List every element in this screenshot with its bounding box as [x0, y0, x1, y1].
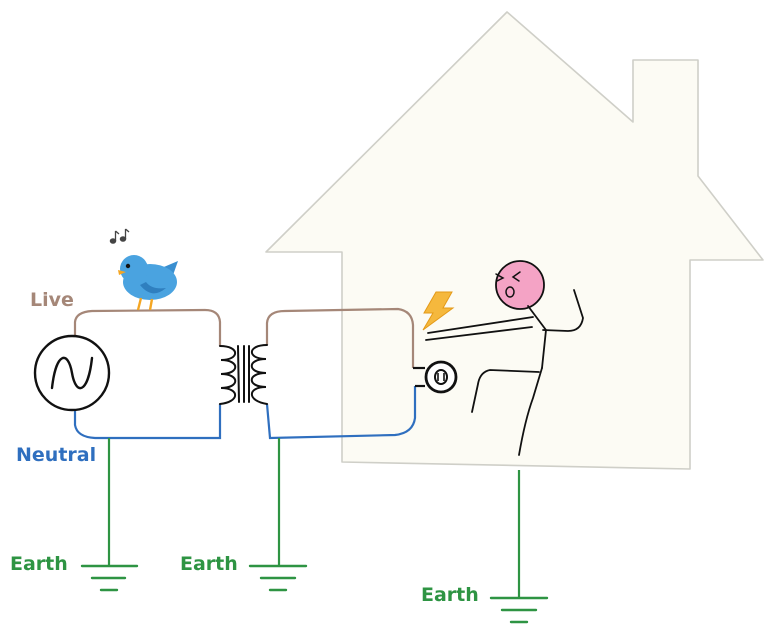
ac-source-icon — [33, 334, 111, 412]
neutral-wire-secondary — [265, 386, 417, 440]
lightning-bolt-icon — [422, 291, 455, 331]
person-head — [495, 260, 545, 310]
earth-label-source: Earth — [10, 553, 68, 575]
neutral-wire-primary — [73, 404, 222, 440]
transformer-icon — [219, 344, 268, 405]
live-wire-secondary — [265, 307, 415, 368]
house-shape — [265, 11, 764, 470]
earth-symbol-transformer — [248, 564, 308, 592]
earth-label-transformer: Earth — [180, 553, 238, 575]
earth-label-house: Earth — [421, 584, 479, 606]
bird-icon — [118, 255, 178, 311]
live-wire-primary — [73, 308, 222, 346]
earth-symbol-source — [80, 564, 139, 592]
earth-symbol-house — [489, 596, 549, 624]
live-label: Live — [30, 289, 74, 311]
socket-icon — [413, 360, 458, 394]
shocked-face — [495, 271, 521, 298]
shocked-person — [425, 260, 584, 456]
music-notes-icon — [109, 228, 130, 244]
neutral-label: Neutral — [16, 444, 96, 466]
